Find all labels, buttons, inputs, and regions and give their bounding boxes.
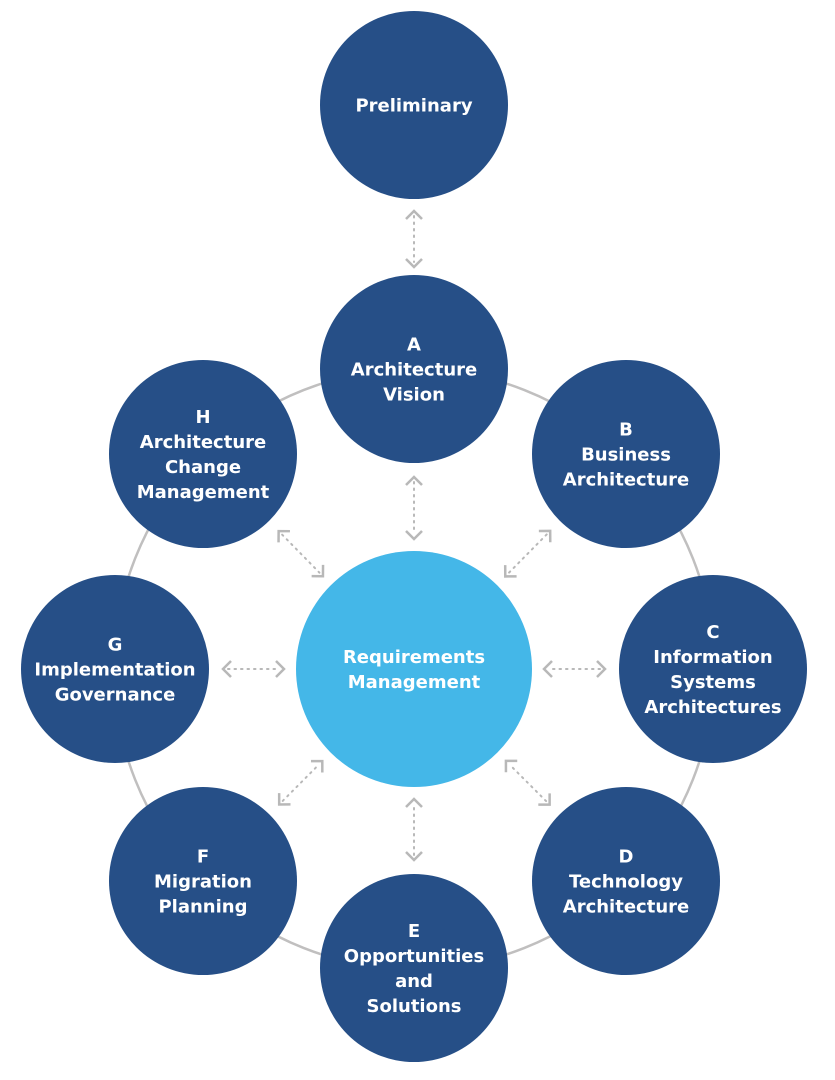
- arrowhead-icon: [504, 759, 518, 773]
- arrow-requirements-to-phase-f: [277, 759, 324, 806]
- arrow-preliminary-to-phase-a: [405, 209, 423, 269]
- preliminary-phase-circle[interactable]: [320, 11, 508, 199]
- arrowhead-icon: [405, 209, 423, 220]
- arrowhead-icon: [405, 851, 423, 862]
- phase-g-label-line: Governance: [55, 684, 176, 705]
- phase-e-circle[interactable]: [320, 874, 508, 1062]
- phase-g-label-line: Implementation: [34, 659, 195, 680]
- phase-f-label-line: Planning: [158, 896, 247, 917]
- phase-a-circle[interactable]: [320, 275, 508, 463]
- phase-c-label-line: Architectures: [644, 697, 781, 718]
- arrow-requirements-to-phase-e: [405, 797, 423, 862]
- dotted-connector-line: [508, 763, 548, 803]
- phase-b-label-line: B: [619, 419, 633, 440]
- arrowhead-icon: [538, 529, 552, 543]
- phase-f-circle[interactable]: [109, 787, 297, 975]
- arrow-requirements-to-phase-g: [221, 660, 286, 678]
- dotted-connector-line: [281, 533, 321, 574]
- phase-c-label-line: Information: [653, 647, 772, 668]
- phase-b-label-line: Business: [581, 444, 671, 465]
- arrowhead-icon: [310, 759, 324, 773]
- arrowhead-icon: [405, 258, 423, 269]
- arrow-requirements-to-phase-b: [503, 529, 552, 578]
- phase-g-circle[interactable]: [21, 575, 209, 763]
- arrowhead-icon: [542, 660, 553, 678]
- phase-a-label-line: Vision: [383, 384, 445, 405]
- phase-h-label-line: Change: [165, 457, 241, 478]
- arrowhead-icon: [405, 797, 423, 808]
- phase-d-label-line: D: [619, 846, 634, 867]
- phase-a-label-line: A: [407, 334, 421, 355]
- arrowhead-icon: [538, 793, 551, 806]
- dotted-connector-line: [281, 763, 320, 802]
- phase-e-label-line: E: [408, 921, 420, 942]
- phase-d-label-line: Architecture: [563, 896, 689, 917]
- phase-b-circle[interactable]: [532, 360, 720, 548]
- phase-c-label-line: C: [706, 622, 719, 643]
- phase-f-label-line: Migration: [154, 871, 252, 892]
- phase-h-circle[interactable]: [109, 360, 297, 548]
- preliminary-phase[interactable]: Preliminary: [320, 11, 508, 199]
- arrowhead-icon: [311, 564, 325, 578]
- phase-d-label-line: Technology: [569, 871, 683, 892]
- arrowhead-icon: [277, 529, 290, 543]
- requirements-management-hub-circle[interactable]: [296, 551, 532, 787]
- phase-e-label-line: and: [395, 971, 433, 992]
- phase-c-circle[interactable]: [619, 575, 807, 763]
- requirements-management-hub-label-line: Requirements: [343, 647, 485, 668]
- arrowhead-icon: [405, 475, 423, 486]
- arrow-requirements-to-phase-h: [277, 529, 325, 578]
- phase-d-circle[interactable]: [532, 787, 720, 975]
- arrow-requirements-to-phase-a: [405, 475, 423, 541]
- arrowhead-icon: [596, 660, 607, 678]
- dotted-connector-line: [507, 533, 548, 574]
- phase-f-label-line: F: [197, 846, 209, 867]
- arrowhead-icon: [275, 660, 286, 678]
- arrowhead-icon: [277, 793, 291, 806]
- phase-e-label-line: Solutions: [367, 996, 462, 1017]
- phase-g-label-line: G: [108, 634, 123, 655]
- phase-h-label-line: Architecture: [140, 432, 266, 453]
- phase-e-label-line: Opportunities: [344, 946, 484, 967]
- arrow-requirements-to-phase-c: [542, 660, 607, 678]
- phase-b-label-line: Architecture: [563, 469, 689, 490]
- arrowhead-icon: [405, 530, 423, 541]
- phase-c-label-line: Systems: [670, 672, 756, 693]
- preliminary-phase-label-line: Preliminary: [355, 95, 472, 116]
- arrowhead-icon: [503, 565, 517, 578]
- arrow-requirements-to-phase-d: [504, 759, 551, 806]
- arrowhead-icon: [221, 660, 232, 678]
- requirements-management-hub-label-line: Management: [348, 672, 481, 693]
- phase-h-label-line: H: [195, 407, 210, 428]
- phase-h-label-line: Management: [137, 482, 270, 503]
- phase-a-label-line: Architecture: [351, 359, 477, 380]
